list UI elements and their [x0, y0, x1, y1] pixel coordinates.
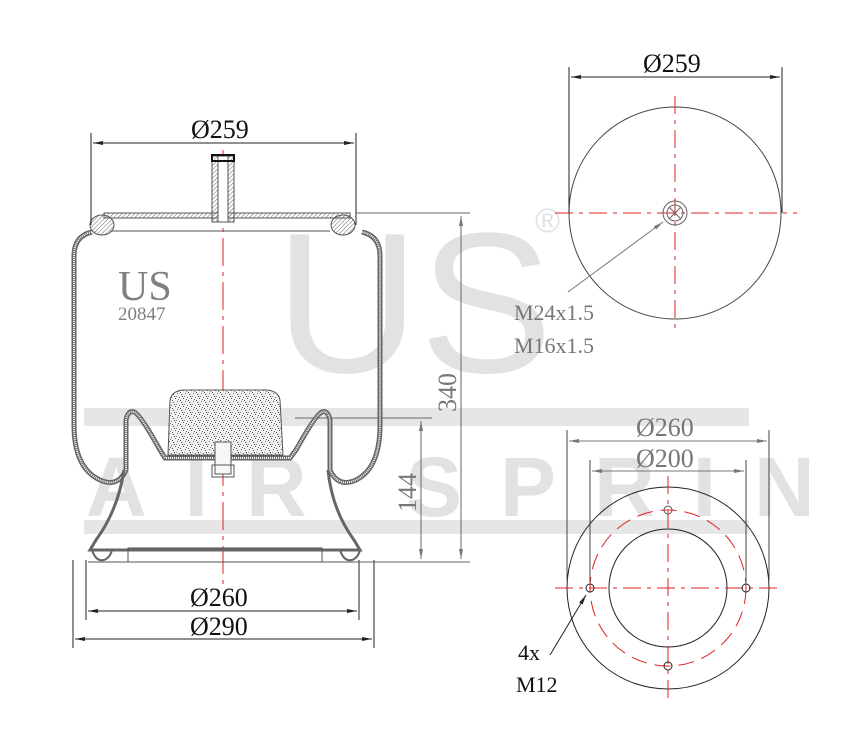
part-number: 20847 — [118, 304, 166, 325]
thread-leader — [567, 221, 664, 293]
bolt-leader — [549, 594, 587, 656]
top-view: Ø259 M24x1.5 M16x1.5 — [514, 49, 797, 358]
dim-top-diameter: Ø259 — [191, 115, 249, 144]
brand-label: US — [118, 264, 172, 310]
bolt-hole-left — [585, 583, 595, 593]
bumper-bolt — [214, 441, 232, 475]
bolt-circle-diameter: Ø200 — [636, 444, 694, 473]
bottom-view: Ø260 Ø200 4x M12 — [516, 413, 782, 700]
dim-bottom-inner-diameter: Ø260 — [190, 583, 248, 612]
thread-label-m16: M16x1.5 — [514, 333, 594, 358]
watermark-bar-bottom — [84, 520, 749, 534]
piston-outline — [87, 469, 363, 552]
bolt-thread: M12 — [516, 672, 558, 697]
dim-overall-height: 340 — [433, 373, 462, 412]
thread-hole-outer — [662, 200, 688, 226]
bolt-hole-top — [663, 505, 673, 515]
bead-left — [89, 214, 115, 236]
side-view: US 20847 Ø259 Ø260 Ø290 340 144 — [71, 115, 470, 648]
watermark: US ® AIR SPRING — [84, 192, 850, 534]
bolt-hole-right — [741, 583, 751, 593]
dim-piston-height: 144 — [393, 473, 422, 512]
bolt-hole-bottom — [663, 661, 673, 671]
bead-right — [330, 214, 356, 236]
bumper — [167, 389, 284, 456]
base-diameter: Ø260 — [636, 413, 694, 442]
thread-hole-inner — [666, 204, 684, 222]
registered-mark: ® — [535, 202, 560, 240]
top-view-diameter: Ø259 — [643, 49, 701, 78]
watermark-logo: US — [275, 192, 553, 415]
thread-label-m24: M24x1.5 — [514, 300, 594, 325]
bolt-count: 4x — [518, 640, 540, 665]
dim-bottom-outer-diameter: Ø290 — [190, 612, 248, 641]
